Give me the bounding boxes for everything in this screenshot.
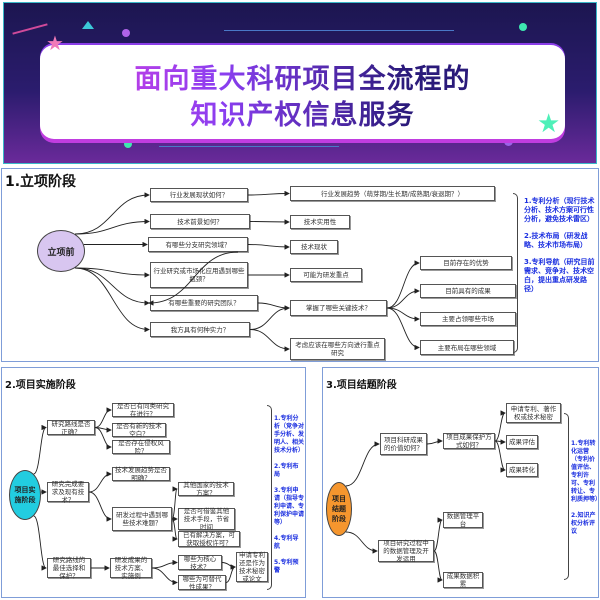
stage3-level1: 项目科研成果的价值如何？	[380, 433, 427, 455]
stage3-brace	[564, 413, 569, 580]
service-item: 1.专利分析（竞争对手分析、发明人、相关技术分析）	[274, 415, 305, 454]
dot-decoration	[504, 137, 513, 146]
stage1-title: 1.立项阶段	[5, 174, 77, 190]
stage3-level3: 成果评估	[506, 435, 538, 449]
stage1-root-node: 立项前	[37, 230, 85, 272]
stage2-level2: 技术发展趋势是否明确？	[112, 466, 170, 482]
stage1-detail: 主要占领哪些市场	[420, 312, 516, 326]
stage1-finding: 可能为研发重点	[290, 268, 362, 282]
stage2-level2: 是否有新的技术空白？	[112, 422, 166, 438]
service-item: 2.技术布局（研发战略、技术市场布局）	[524, 232, 588, 249]
title-line-2: 知识产权信息服务	[40, 93, 565, 132]
stage2-level1: 研究完成要求及现有技术？	[47, 480, 89, 504]
stage3-level2: 项目成果保护方式如何？	[443, 433, 495, 449]
stage2-level3: 哪些为核心技术？	[178, 555, 222, 571]
stage2-level3: 已有解决方案，可获取授权许可？	[178, 531, 240, 547]
stage1-question: 行业发展现状如何？	[150, 188, 248, 202]
stage2-level3: 哪些为可替代性成果？	[178, 575, 226, 591]
stage3-title: 3.项目结题阶段	[326, 380, 397, 391]
line-decoration	[159, 146, 339, 147]
service-item: 2.专利布局	[274, 463, 299, 478]
stage2-services: 1.专利分析（竞争对手分析、发明人、相关技术分析） 2.专利布局 3.专利申请（…	[274, 415, 304, 583]
service-item: 3.专利申请（指导专利申请、专利保护申请等）	[274, 487, 305, 526]
stage2-level4: 申请专利还是作为技术秘密或论文	[236, 551, 268, 583]
line-decoration	[224, 30, 454, 31]
stage3-level1: 项目研究过程中的数据管理及开发运用	[378, 539, 434, 563]
stage2-brace	[267, 405, 272, 590]
stage1-question: 行业研究或市场化应用遇到哪些瓶颈？	[150, 262, 248, 288]
stage2-root-node: 项目实施阶段	[9, 470, 41, 520]
stage1-detail: 目前具有的成果	[420, 284, 516, 298]
stage1-finding: 考虑应该在哪些方向进行重点研究	[290, 338, 385, 360]
stage1-finding: 行业发展趋势（萌芽期/生长期/成熟期/衰退期？）	[290, 186, 495, 201]
stage3-level3: 成果转化	[506, 463, 538, 477]
stage1-brace	[513, 193, 518, 353]
stage2-level2: 研发成果的技术方案、实施例	[110, 556, 152, 580]
stage3-panel	[322, 367, 599, 598]
triangle-decoration	[82, 21, 94, 29]
stage1-question: 有哪些分支研究领域？	[148, 237, 248, 252]
stage2-level2: 是否存在侵权风险？	[112, 439, 170, 455]
service-item: 2.知识产权分析评议	[571, 512, 596, 535]
stage3-level2: 成果数据积累	[443, 572, 483, 588]
service-item: 5.专利预警	[274, 559, 299, 574]
service-item: 4.专利导航	[274, 535, 299, 550]
stage2-level1: 研究路线的最佳选择和保护？	[47, 556, 91, 580]
title-line-1: 面向重大科研项目全流程的	[40, 57, 565, 96]
stage2-level2: 是否已有同类研究在进行？	[112, 402, 174, 418]
stage3-level3: 申请专利、著作权或技术秘密	[506, 403, 561, 423]
stage1-question: 有哪些重要的研究团队？	[150, 295, 258, 311]
star-decoration: ★	[46, 31, 64, 55]
line-decoration	[12, 23, 48, 35]
dot-decoration	[122, 29, 130, 37]
stage1-detail: 主要布局在哪些领域	[420, 340, 514, 355]
stage1-question: 技术前景如何？	[150, 214, 250, 229]
dot-decoration	[124, 140, 132, 148]
stage1-finding: 技术现状	[290, 240, 338, 254]
title-card: 面向重大科研项目全流程的 知识产权信息服务	[40, 45, 565, 139]
stage3-level2: 数据管理平台	[443, 512, 483, 528]
service-item: 1.专利转化运营（专利价值评估、专利许可、专利转让、专利质押等）	[571, 440, 600, 503]
stage1-finding: 技术实用性	[290, 215, 350, 229]
service-item: 3.专利导航（研究目前需求、竞争对、技术空白，提出重点研发路径）	[524, 258, 595, 293]
stage3-services: 1.专利转化运营（专利价值评估、专利许可、专利转让、专利质押等） 2.知识产权分…	[571, 440, 600, 544]
stage2-title: 2.项目实施阶段	[5, 380, 76, 391]
stage1-detail: 目前存在的优势	[420, 256, 512, 270]
dot-decoration	[519, 23, 527, 31]
stage1-services: 1.专利分析（现行技术分析、技术方案可行性分析，避免技术雷区） 2.技术布局（研…	[524, 197, 596, 302]
stage2-level2: 研发过程中遇到哪些技术难题？	[112, 507, 172, 531]
stage1-question: 我方具有何种实力？	[150, 322, 250, 337]
stage2-level3: 其他国家的技术方案？	[178, 481, 234, 497]
star-decoration: ★	[537, 109, 561, 139]
service-item: 1.专利分析（现行技术分析、技术方案可行性分析，避免技术雷区）	[524, 197, 595, 223]
stage1-finding: 掌握了哪些关键技术？	[290, 300, 387, 316]
title-banner: 面向重大科研项目全流程的 知识产权信息服务 ★ ★	[3, 2, 597, 164]
stage2-level3: 是否可借鉴其他技术手段，节省时间	[178, 507, 235, 531]
stage2-level1: 研究路线是否正确？	[47, 420, 95, 436]
stage3-root-node: 项目结题阶段	[326, 482, 352, 536]
